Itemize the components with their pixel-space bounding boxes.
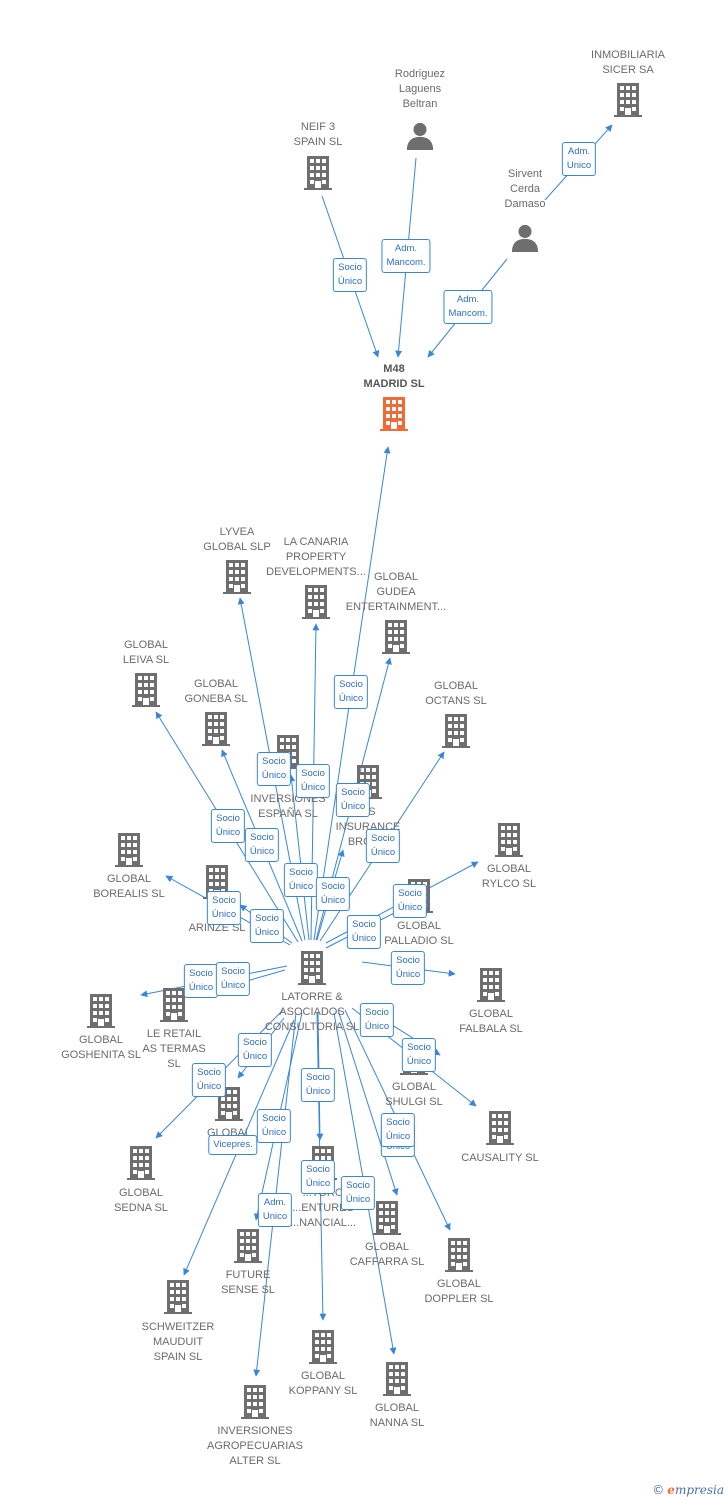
building-icon-sedna[interactable]: [127, 1146, 155, 1180]
building-icon-koppany[interactable]: [309, 1330, 337, 1364]
building-icon-neif[interactable]: [304, 156, 332, 190]
node-label-doppler[interactable]: GLOBAL DOPPLER SL: [424, 1278, 494, 1305]
node-label-rodriguez[interactable]: Rodriguez Laguens Beltran: [394, 68, 446, 110]
node-label-koppany[interactable]: GLOBAL KOPPANY SL: [288, 1370, 358, 1397]
node-label-neif[interactable]: NEIF 3 SPAIN SL: [293, 121, 343, 148]
node-label-agropecuarias[interactable]: INVERSIONES AGROPECUARIAS ALTER SL: [207, 1425, 303, 1467]
node-label-sirvent[interactable]: Sirvent Cerda Damaso: [504, 168, 546, 210]
node-label-future[interactable]: FUTURE SENSE SL: [221, 1269, 275, 1296]
node-label-inmob[interactable]: INMOBILIARIA SICER SA: [591, 49, 665, 76]
building-icon-lyvea[interactable]: [223, 560, 251, 594]
edge-label-latorre-to-toro[interactable]: Socio Único: [300, 1068, 336, 1102]
person-icon-rodriguez[interactable]: [406, 122, 434, 150]
building-icon-octans[interactable]: [442, 714, 470, 748]
node-label-goshenita[interactable]: GLOBAL GOSHENITA SL: [61, 1034, 141, 1061]
building-icon-goshenita[interactable]: [87, 994, 115, 1028]
node-label-palladio[interactable]: GLOBAL PALLADIO SL: [384, 920, 454, 947]
edge-label-latorre-to-gudea[interactable]: Socio Único: [335, 783, 371, 817]
edge-label-latorre-to-arinze[interactable]: Socio Único: [249, 909, 285, 943]
node-label-falbala[interactable]: GLOBAL FALBALA SL: [459, 1008, 523, 1035]
brand-logo[interactable]: ©empresia: [652, 1483, 724, 1497]
node-label-m48[interactable]: M48 MADRID SL: [363, 363, 425, 390]
person-icon-sirvent[interactable]: [511, 224, 539, 252]
edge-label-latorre-to-agropecuarias[interactable]: Adm. Unico: [257, 1193, 293, 1227]
building-icon-future[interactable]: [234, 1229, 262, 1263]
building-icon-falbala[interactable]: [477, 968, 505, 1002]
node-label-gudea[interactable]: GLOBAL GUDEA ENTERTAINMENT...: [345, 571, 447, 613]
edge-label-latorre-to-borealis[interactable]: Socio Único: [206, 891, 242, 925]
edge-label-latorre-to-leretail[interactable]: Socio Único: [215, 962, 251, 996]
node-label-shulgi[interactable]: GLOBAL SHULGI SL: [385, 1081, 443, 1108]
node-label-latorre[interactable]: LATORRE & ASOCIADOS CONSULTORIA SL: [264, 991, 360, 1033]
building-icon-borealis[interactable]: [115, 833, 143, 867]
edge-latorre-to-caffarra: [337, 1009, 399, 1196]
edge-label-latorre-to-goneba[interactable]: Socio Único: [244, 828, 280, 862]
edge-label-latorre-to-globalm[interactable]: Socio Único: [237, 1033, 273, 1067]
edge-label-latorre-to-octans[interactable]: Socio Único: [365, 829, 401, 863]
building-icon-rylco[interactable]: [495, 823, 523, 857]
node-label-goneba[interactable]: GLOBAL GONEBA SL: [184, 678, 248, 705]
node-label-schweitzer[interactable]: SCHWEITZER MAUDUIT SPAIN SL: [141, 1321, 215, 1363]
node-label-lacanaria[interactable]: LA CANARIA PROPERTY DEVELOPMENTS...: [266, 536, 366, 578]
edge-label-latorre-to-m48[interactable]: Socio Único: [333, 675, 369, 709]
edge-label-latorre-to-causality[interactable]: Socio Único: [401, 1038, 437, 1072]
node-label-lyvea[interactable]: LYVEA GLOBAL SLP: [203, 526, 271, 553]
edge-label-latorre-to-lacanaria[interactable]: Socio Único: [295, 764, 331, 798]
building-icon-causality[interactable]: [486, 1111, 514, 1145]
node-label-octans[interactable]: GLOBAL OCTANS SL: [425, 680, 487, 707]
brand-initial: e: [667, 1483, 675, 1497]
edge-label-latorre-to-rylco[interactable]: Socio Único: [392, 884, 428, 918]
edge-label-neif-to-m48[interactable]: Socio Único: [332, 258, 368, 292]
building-icon-gudea[interactable]: [382, 620, 410, 654]
building-icon-latorre[interactable]: [298, 951, 326, 985]
brand-name: mpresia: [674, 1483, 724, 1497]
copyright-symbol: ©: [652, 1483, 665, 1497]
edge-label-latorre-to-schweitzer[interactable]: Vicepres.: [208, 1135, 258, 1155]
edge-label-latorre-to-inversiones_es[interactable]: Socio Único: [283, 863, 319, 897]
node-label-leretail[interactable]: LE RETAIL AS TERMAS SL: [142, 1028, 206, 1070]
edge-label-latorre-to-leiva[interactable]: Socio Único: [210, 809, 246, 843]
edge-label-latorre-to-nanna[interactable]: Socio Único: [340, 1176, 376, 1210]
edge-latorre-to-inversiones_es: [288, 774, 310, 941]
building-icon-inmob[interactable]: [614, 83, 642, 117]
edge-label-latorre-to-falbala[interactable]: Socio Único: [390, 951, 426, 985]
edge-label-sirvent-to-inmob[interactable]: Adm. Unico: [561, 142, 597, 176]
edge-label-latorre-to-sedna[interactable]: Socio Único: [191, 1063, 227, 1097]
edge-label-sirvent-to-m48[interactable]: Adm. Mancom.: [443, 290, 493, 324]
node-label-causality[interactable]: CAUSALITY SL: [461, 1152, 539, 1164]
building-icon-goneba[interactable]: [202, 712, 230, 746]
edge-label-latorre-to-doppler[interactable]: Socio Único: [380, 1113, 416, 1147]
edge-label-latorre-to-lyvea[interactable]: Socio Único: [256, 752, 292, 786]
edge-label-latorre-to-koppany[interactable]: Socio Único: [300, 1160, 336, 1194]
node-label-nanna[interactable]: GLOBAL NANNA SL: [369, 1402, 425, 1429]
node-label-borealis[interactable]: GLOBAL BOREALIS SL: [93, 873, 165, 900]
edge-label-latorre-to-palladio[interactable]: Socio Único: [346, 915, 382, 949]
edge-label-rodriguez-to-m48[interactable]: Adm. Mancom.: [381, 239, 431, 273]
edge-label-latorre-to-goshenita[interactable]: Socio Único: [183, 964, 219, 998]
node-label-sedna[interactable]: GLOBAL SEDNA SL: [114, 1187, 168, 1214]
edge-label-latorre-to-insurance[interactable]: Socio Único: [315, 877, 351, 911]
node-label-leiva[interactable]: GLOBAL LEIVA SL: [122, 639, 170, 666]
edge-label-latorre-to-future[interactable]: Socio Único: [256, 1109, 292, 1143]
building-icon-lacanaria[interactable]: [302, 585, 330, 619]
building-icon-m48[interactable]: [380, 397, 408, 431]
node-label-caffarra[interactable]: GLOBAL CAFFARRA SL: [349, 1241, 425, 1268]
edge-label-latorre-to-shulgi[interactable]: Socio Único: [359, 1003, 395, 1037]
node-label-rylco[interactable]: GLOBAL RYLCO SL: [481, 863, 537, 890]
